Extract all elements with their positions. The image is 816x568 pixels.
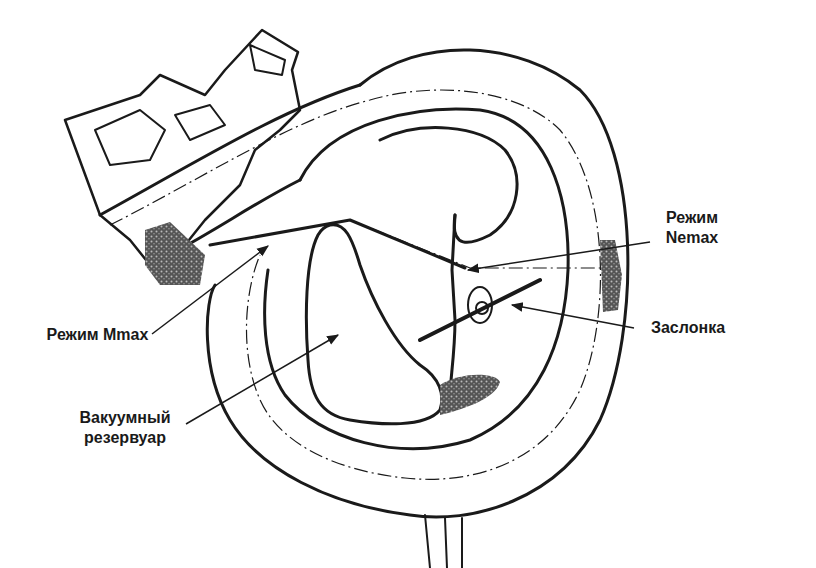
mode-label: Режим Nemax	[652, 208, 732, 248]
part-label: Вакуумный резервуар	[60, 408, 190, 448]
part-label: Заслонка	[638, 318, 738, 338]
mode-label: Режим Mmax	[40, 325, 155, 345]
